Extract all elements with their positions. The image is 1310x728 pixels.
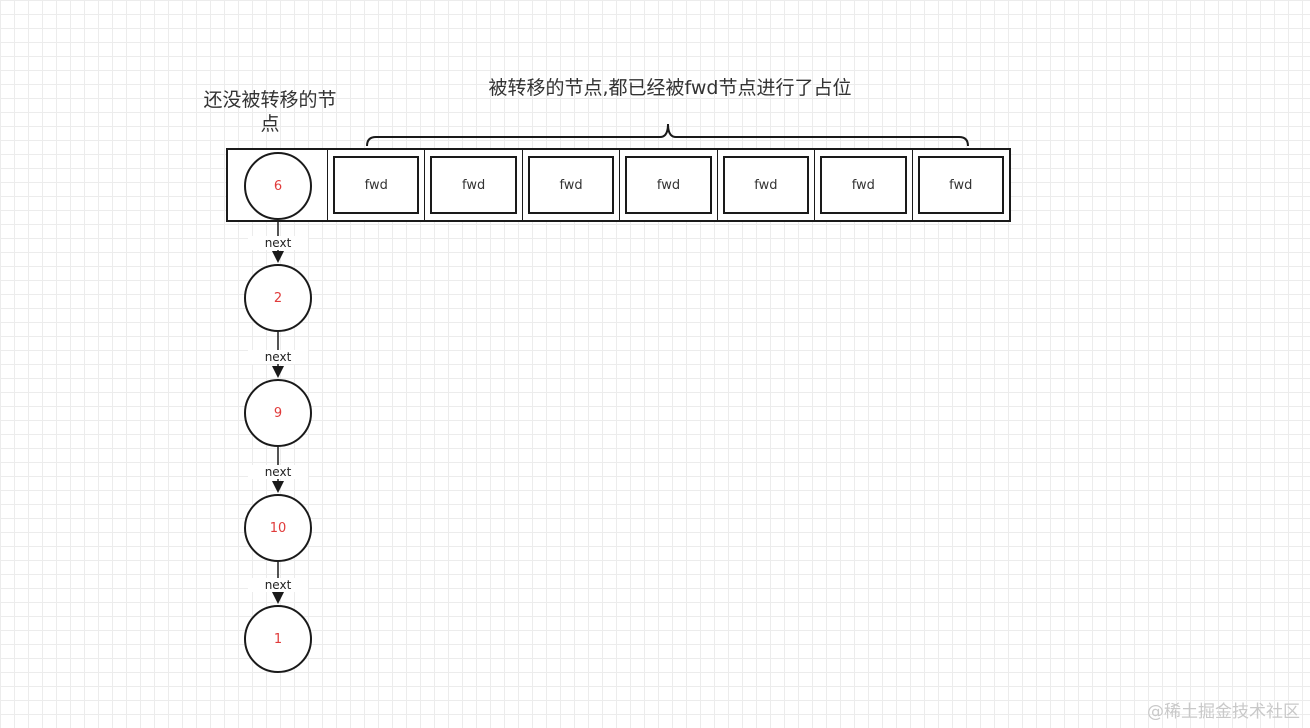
edge-label-next: next (248, 350, 308, 364)
node-6: 6 (244, 152, 312, 220)
edge-label-next: next (248, 578, 308, 592)
fwd-node: fwd (527, 156, 615, 214)
fwd-node: fwd (722, 156, 810, 214)
fwd-node: fwd (333, 156, 420, 214)
table-cell-3: fwd (523, 150, 621, 220)
watermark: @稀土掘金技术社区 (1147, 702, 1300, 722)
hash-table: fwd fwd fwd fwd fwd fwd fwd (226, 148, 1011, 222)
fwd-node: fwd (625, 156, 712, 214)
table-cell-7: fwd (913, 150, 1009, 220)
fwd-node: fwd (820, 156, 907, 214)
node-9: 9 (244, 379, 312, 447)
edge-label-next: next (248, 236, 308, 250)
node-2: 2 (244, 264, 312, 332)
table-cell-2: fwd (425, 150, 523, 220)
node-1: 1 (244, 605, 312, 673)
fwd-node: fwd (430, 156, 517, 214)
not-moved-label-text: 还没被转移的节点 (203, 89, 337, 135)
table-cell-6: fwd (815, 150, 913, 220)
table-cell-5: fwd (718, 150, 816, 220)
table-cell-4: fwd (620, 150, 718, 220)
table-cell-1: fwd (328, 150, 426, 220)
table-cell-0 (228, 150, 328, 220)
fwd-node: fwd (917, 156, 1004, 214)
curly-brace (366, 123, 969, 147)
node-10: 10 (244, 494, 312, 562)
edge-label-next: next (248, 465, 308, 479)
moved-label: 被转移的节点,都已经被fwd节点进行了占位 (488, 77, 852, 99)
not-moved-label: 还没被转移的节点 (200, 88, 340, 136)
